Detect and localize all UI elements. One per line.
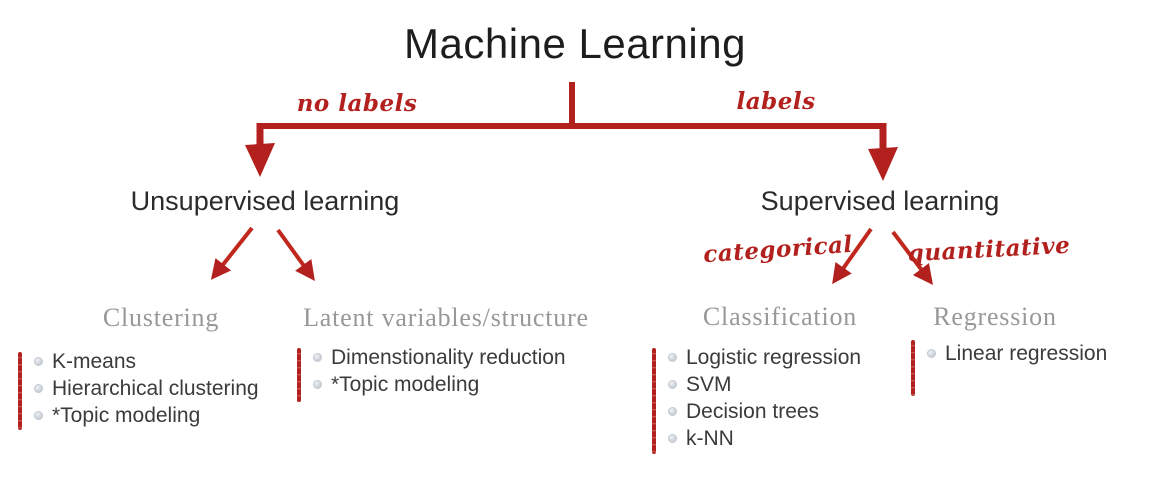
classification-heading: Classification <box>702 302 858 331</box>
latent-list: Dimenstionality reduction *Topic modelin… <box>297 344 566 402</box>
bullet-icon <box>668 407 677 416</box>
bullet-icon <box>668 380 677 389</box>
edge-label-no-labels: no labels <box>296 90 418 117</box>
bullet-icon <box>34 357 43 366</box>
regression-list: Linear regression <box>911 340 1107 396</box>
bullet-icon <box>34 411 43 420</box>
list-item: SVM <box>668 371 861 398</box>
list-item-label: K-means <box>52 349 137 373</box>
arrow-to-classification-icon <box>832 227 873 285</box>
left-arrowhead-icon <box>245 143 275 177</box>
list-item-label: k-NN <box>686 426 734 450</box>
bullet-icon <box>668 434 677 443</box>
list-item-label: *Topic modeling <box>331 372 480 396</box>
clustering-heading: Clustering <box>102 303 220 332</box>
list-item-label: Logistic regression <box>686 345 862 369</box>
arrow-to-latent-icon <box>276 228 315 282</box>
list-item: Linear regression <box>927 340 1107 367</box>
list-item: Logistic regression <box>668 344 861 371</box>
list-item: *Topic modeling <box>313 371 566 398</box>
regression-heading: Regression <box>933 302 1057 331</box>
classification-list: Logistic regression SVM Decision trees k… <box>652 344 861 454</box>
bullet-icon <box>313 380 322 389</box>
list-item: Dimenstionality reduction <box>313 344 566 371</box>
bullet-icon <box>668 353 677 362</box>
list-item-label: Decision trees <box>686 399 820 423</box>
latent-heading: Latent variables/structure <box>303 303 589 332</box>
list-item-label: SVM <box>686 372 732 396</box>
classification-list-bar <box>652 348 656 454</box>
diagram-title: Machine Learning <box>404 20 746 67</box>
list-item-label: *Topic modeling <box>52 403 201 427</box>
list-item: *Topic modeling <box>34 402 259 429</box>
list-item: Hierarchical clustering <box>34 375 259 402</box>
latent-list-bar <box>297 348 301 402</box>
regression-list-bar <box>911 340 915 396</box>
right-arrowhead-icon <box>868 147 898 181</box>
unsupervised-heading: Unsupervised learning <box>130 186 400 216</box>
arrow-to-clustering-icon <box>210 226 254 280</box>
arrow-to-regression-icon <box>891 230 934 285</box>
clustering-list: K-means Hierarchical clustering *Topic m… <box>18 348 259 430</box>
bullet-icon <box>313 353 322 362</box>
list-item-label: Hierarchical clustering <box>52 376 259 400</box>
bullet-icon <box>34 384 43 393</box>
list-item: k-NN <box>668 425 861 452</box>
bullet-icon <box>927 349 936 358</box>
list-item: Decision trees <box>668 398 861 425</box>
list-item-label: Linear regression <box>945 341 1108 365</box>
list-item: K-means <box>34 348 259 375</box>
supervised-heading: Supervised learning <box>760 186 1000 216</box>
edge-label-labels: labels <box>736 88 816 115</box>
clustering-list-bar <box>18 352 22 430</box>
list-item-label: Dimenstionality reduction <box>331 345 566 369</box>
